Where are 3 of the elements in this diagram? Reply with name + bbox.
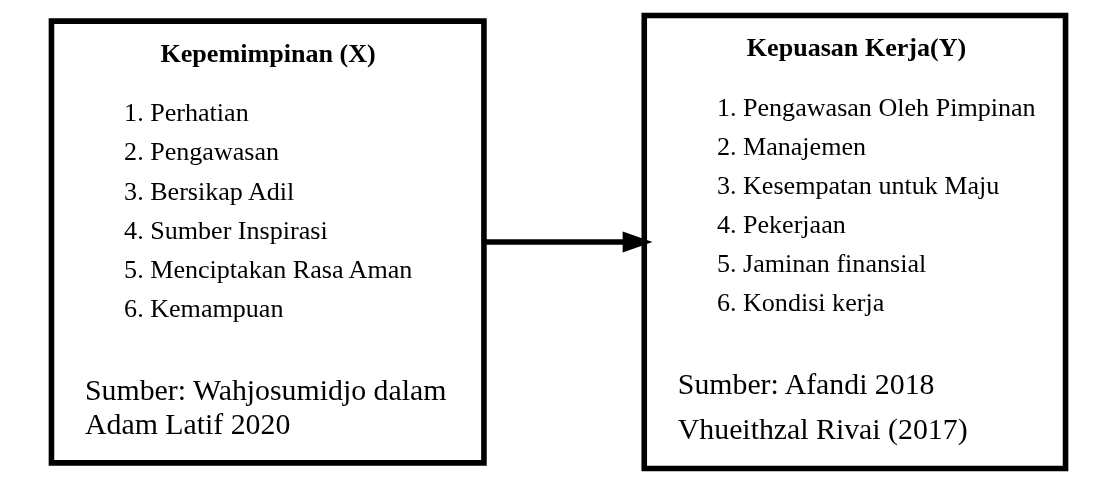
node-box: Kepuasan Kerja(Y) 1. Pengawasan Oleh Pimpinan 2. Manajemen 3. Kesempatan untuk Maju 4. Pekerjaan 5. Jaminan finansial 6. Kondisi kerja Sumber: Afandi 2018 Vhueithzal Rivai (2017) — [641, 12, 1069, 472]
node-box: Kepemimpinan (X) 1. Perhatian 2. Pengawasan 3. Bersikap Adil 4. Sumber Inspirasi 5. Menciptakan Rasa Aman 6. Kemampuan Sumber: Wahjosumidjo dalam Adam Latif 2020 — [48, 18, 487, 466]
arrow — [484, 231, 653, 253]
